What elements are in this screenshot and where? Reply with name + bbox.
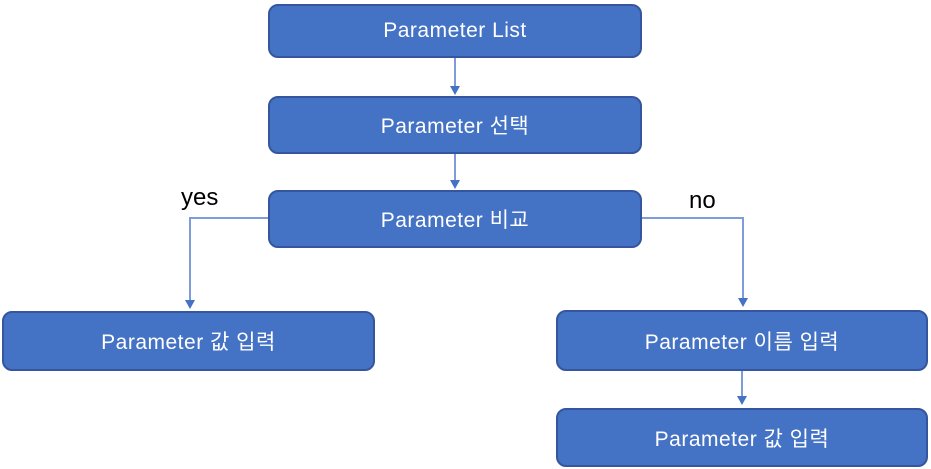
arrowhead-yes-icon bbox=[185, 300, 195, 309]
arrowhead-no-icon bbox=[738, 298, 748, 307]
arrowhead-list-to-select-icon bbox=[450, 86, 460, 95]
connector-list-to-select bbox=[454, 58, 456, 88]
node-parameter-name-input: Parameter 이름 입력 bbox=[556, 310, 928, 371]
node-parameter-value-input-left-label: Parameter 값 입력 bbox=[101, 331, 276, 354]
connector-yes-vertical bbox=[189, 217, 191, 302]
connector-no-horizontal bbox=[642, 217, 744, 219]
node-parameter-list: Parameter List bbox=[268, 4, 642, 58]
connector-name-to-value bbox=[741, 371, 743, 398]
node-parameter-select: Parameter 선택 bbox=[268, 96, 642, 154]
node-parameter-compare: Parameter 비교 bbox=[268, 190, 642, 248]
connector-select-to-compare bbox=[454, 154, 456, 182]
arrowhead-name-to-value-icon bbox=[737, 396, 747, 405]
node-parameter-value-input-left: Parameter 값 입력 bbox=[2, 311, 375, 371]
node-parameter-value-input-right-label: Parameter 값 입력 bbox=[654, 427, 830, 451]
connector-yes-horizontal bbox=[189, 217, 268, 219]
node-parameter-list-label: Parameter List bbox=[383, 19, 527, 42]
node-parameter-compare-label: Parameter 비교 bbox=[380, 209, 530, 232]
edge-label-no: no bbox=[689, 187, 716, 214]
arrowhead-select-to-compare-icon bbox=[450, 180, 460, 189]
node-parameter-name-input-label: Parameter 이름 입력 bbox=[644, 330, 840, 354]
connector-no-vertical bbox=[742, 217, 744, 300]
node-parameter-value-input-right: Parameter 값 입력 bbox=[556, 408, 928, 467]
node-parameter-select-label: Parameter 선택 bbox=[380, 115, 530, 138]
edge-label-yes: yes bbox=[181, 184, 219, 211]
